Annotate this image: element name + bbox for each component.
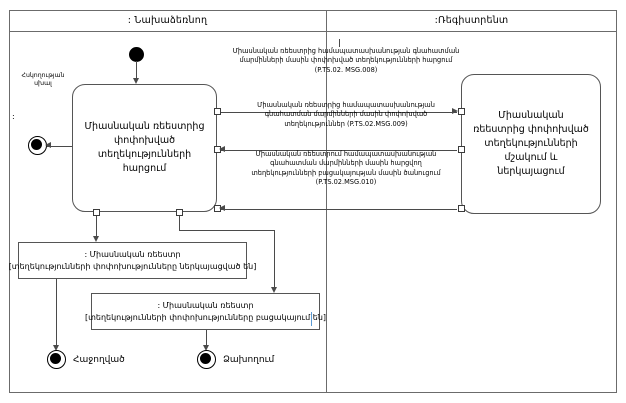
message-label-msg009: Միասնական ռեեստրից համապատասխանության գն…	[196, 101, 496, 129]
end-label-success: Հաջողված	[73, 355, 125, 365]
caption-control-error: Հսկողության սխալ	[12, 72, 74, 88]
message-label-msg008: Միասնական ռեեստրից համապատասխանության գն…	[196, 47, 496, 75]
end-node-success	[47, 350, 66, 369]
port-process-in-msg008[interactable]	[457, 108, 465, 115]
arrowhead-end-success	[53, 345, 59, 351]
caption-control-error-line1: Հսկողության	[21, 72, 65, 79]
lane-divider	[326, 10, 327, 393]
end-node-failure	[197, 350, 216, 369]
msg008-line2: մարմինների մասին փոփոխված տեղեկություննե…	[239, 56, 453, 65]
flow-msg010	[221, 208, 457, 210]
msg010-line1: Միասնական ռեեստրում համապատասխանության	[255, 150, 437, 158]
lane-title-initiator: : Նախաձեռնող	[127, 15, 208, 26]
msg009-line3: տեղեկություններ (P.TS.02.MSG.009)	[284, 119, 408, 128]
flow-initial-to-request	[136, 61, 137, 80]
arrowhead-initial-to-request	[133, 78, 139, 84]
state-received-line1: : Միասնական ռեեստր	[84, 250, 181, 259]
activity-process-label: Միասնական ռեեստրից փոփոխված տեղեկություն…	[473, 110, 589, 177]
activity-request[interactable]: Միասնական ռեեստրից փոփոխված տեղեկություն…	[72, 84, 217, 212]
arrowhead-msg009	[219, 146, 225, 152]
arrowhead-msg010	[219, 205, 225, 211]
caption-control-error-line2: սխալ	[34, 80, 52, 87]
flow-to-state-received	[96, 216, 97, 238]
arrowhead-end-failure	[203, 345, 209, 351]
end-label-failure: Ձախողում	[223, 355, 275, 365]
arrowhead-state-missing	[271, 287, 277, 293]
flow-to-state-missing-v1	[179, 216, 180, 230]
lane-title-registrant: :Ռեգիստրենտ	[434, 15, 509, 26]
state-received-line2: [տեղեկությունների փոփոխությունները ներկա…	[8, 261, 257, 271]
lane-header-registrant: :Ռեգիստրենտ	[326, 10, 617, 32]
flow-msg009	[221, 149, 457, 151]
flow-to-end-failure	[206, 330, 207, 347]
activity-process[interactable]: Միասնական ռեեստրից փոփոխված տեղեկություն…	[461, 74, 601, 214]
lane-header-initiator: : Նախաձեռնող	[9, 10, 326, 32]
msg008-stub	[339, 39, 340, 47]
msg008-line3: (P.TS.02. MSG.008)	[314, 65, 378, 74]
text-caret	[311, 312, 312, 326]
msg009-line1: Միասնական ռեեստրից համապատասխանության	[257, 101, 435, 109]
flow-to-state-missing-v2	[274, 230, 275, 289]
flow-to-end-success	[56, 279, 57, 347]
port-process-out-msg009[interactable]	[457, 146, 465, 153]
state-missing[interactable]: : Միասնական ռեեստր [տեղեկությունների փոփ…	[85, 293, 326, 330]
port-request-bottom-left[interactable]	[93, 208, 100, 216]
flow-to-state-missing-h	[179, 230, 275, 231]
flow-msg008	[221, 111, 457, 113]
msg008-line1: Միասնական ռեեստրից համապատասխանության գն…	[232, 47, 460, 55]
port-request-bottom-right[interactable]	[176, 208, 183, 216]
arrowhead-state-received	[93, 236, 99, 242]
state-missing-line2: [տեղեկությունների փոփոխությունները բացակ…	[84, 312, 327, 322]
msg010-line4: (P.TS.02.MSG.010)	[315, 178, 377, 187]
msg010-line2: գնահատման մարմինների մասին հարցվող	[270, 159, 422, 168]
port-process-out-msg010[interactable]	[457, 205, 465, 212]
state-missing-line1: : Միասնական ռեեստր	[157, 301, 254, 310]
msg010-line3: տեղեկությունների բացակայության մասին ծան…	[251, 168, 441, 177]
arrowhead-msg008	[452, 108, 458, 114]
state-received[interactable]: : Միասնական ռեեստր [տեղեկությունների փոփ…	[9, 242, 256, 279]
port-request-out-msg008[interactable]	[213, 108, 221, 115]
initial-node	[129, 47, 144, 62]
activity-request-label: Միասնական ռեեստրից փոփոխված տեղեկություն…	[84, 121, 205, 174]
message-label-msg010: Միասնական ռեեստրում համապատասխանության գ…	[196, 150, 496, 188]
flow-request-to-control-error	[47, 145, 72, 147]
msg009-line2: գնահատման մարմինների մասին փոփոխված	[264, 110, 428, 119]
lane-tick-mark: :	[12, 112, 15, 121]
arrowhead-control-error	[45, 142, 51, 148]
